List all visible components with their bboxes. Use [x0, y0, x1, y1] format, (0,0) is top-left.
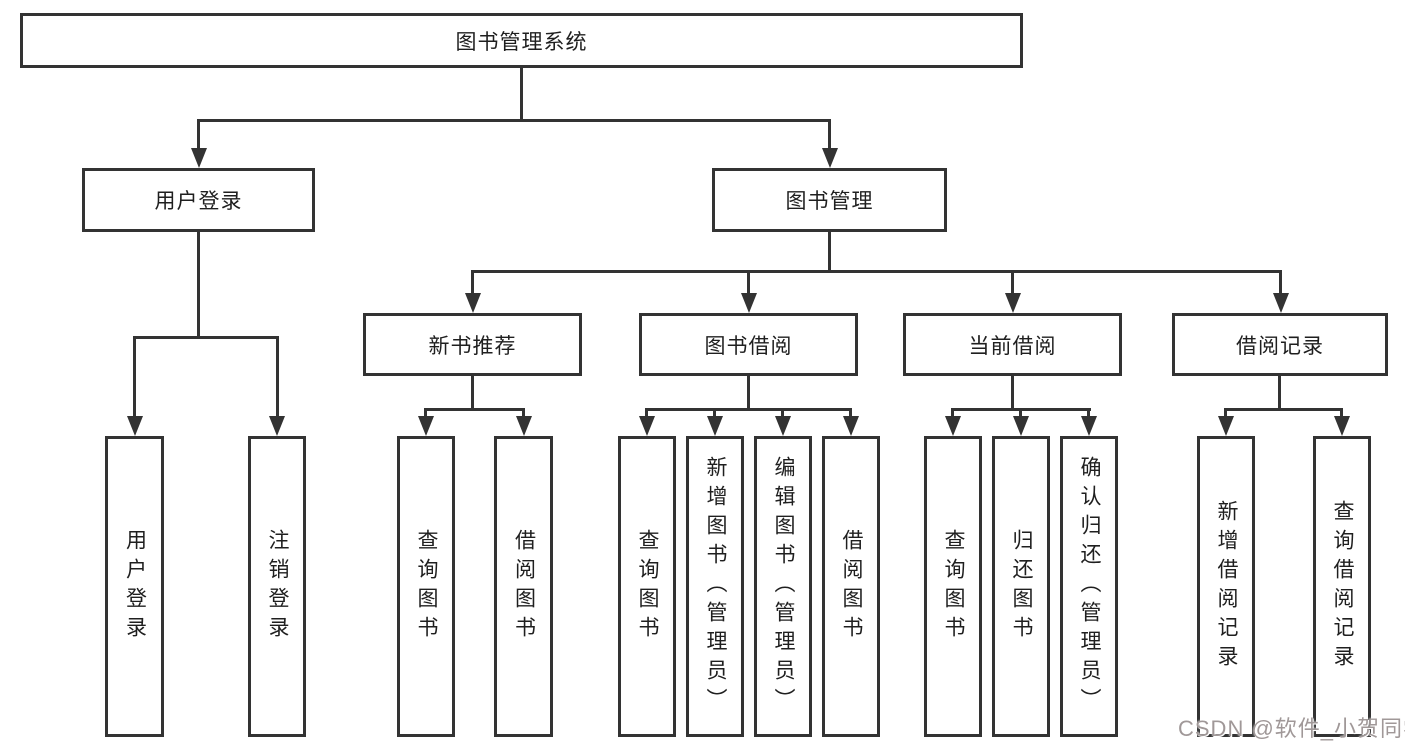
leaf-user-login: 用户登录: [105, 436, 164, 737]
leaf-query-borrow-record: 查询借阅记录: [1313, 436, 1371, 737]
connector-line: [133, 336, 279, 339]
node-new-book-recommend: 新书推荐: [363, 313, 582, 376]
leaf-logout-label: 注销登录: [266, 528, 290, 645]
leaf-edit-books-admin: 编辑图书（管理员）: [754, 436, 812, 737]
connector-line: [197, 232, 200, 338]
connector-line: [1019, 408, 1022, 420]
connector-line: [781, 408, 784, 420]
connector-line: [424, 408, 525, 411]
leaf-user-login-label: 用户登录: [123, 528, 147, 645]
leaf-add-books-admin-label: 新增图书（管理员）: [704, 456, 728, 717]
leaf-current-query-books-label: 查询图书: [942, 528, 966, 645]
connector-line: [1011, 270, 1014, 297]
arrow-down-icon: [821, 148, 838, 168]
connector-line: [849, 408, 852, 420]
node-user-login: 用户登录: [82, 168, 315, 232]
connector-line: [471, 270, 474, 297]
arrow-down-icon: [515, 416, 532, 436]
connector-line: [471, 376, 474, 410]
connector-line: [1278, 376, 1281, 410]
connector-line: [828, 232, 831, 272]
arrow-down-icon: [1081, 416, 1097, 436]
leaf-confirm-return-admin-label: 确认归还（管理员）: [1078, 456, 1102, 717]
connector-line: [1011, 376, 1014, 410]
node-borrow-records: 借阅记录: [1172, 313, 1388, 376]
node-root-label: 图书管理系统: [455, 30, 588, 54]
connector-line: [645, 408, 852, 411]
leaf-current-query-books: 查询图书: [924, 436, 982, 737]
connector-line: [747, 270, 750, 297]
connector-line: [645, 408, 648, 420]
connector-line: [471, 270, 1282, 273]
leaf-recommend-borrow-books-label: 借阅图书: [512, 528, 536, 645]
node-borrow-records-label: 借阅记录: [1236, 334, 1324, 358]
node-current-borrow-label: 当前借阅: [968, 334, 1057, 358]
leaf-recommend-query-books-label: 查询图书: [415, 528, 439, 645]
leaf-borrow-query-books: 查询图书: [618, 436, 676, 737]
arrow-down-icon: [707, 416, 723, 436]
arrow-down-icon: [126, 416, 143, 436]
arrow-down-icon: [740, 293, 757, 313]
node-book-borrow: 图书借阅: [639, 313, 858, 376]
node-root: 图书管理系统: [20, 13, 1023, 68]
leaf-edit-books-admin-label: 编辑图书（管理员）: [772, 456, 796, 717]
node-book-borrow-label: 图书借阅: [704, 334, 793, 358]
connector-line: [1224, 408, 1227, 420]
connector-line: [951, 408, 954, 420]
arrow-down-icon: [1004, 293, 1021, 313]
csdn-watermark: CSDN @软件_小贺同学: [1178, 716, 1405, 741]
arrow-down-icon: [639, 416, 655, 436]
leaf-confirm-return-admin: 确认归还（管理员）: [1060, 436, 1118, 737]
arrow-down-icon: [464, 293, 481, 313]
connector-line: [197, 119, 200, 152]
node-current-borrow: 当前借阅: [903, 313, 1122, 376]
node-book-management-label: 图书管理: [785, 190, 874, 213]
arrow-down-icon: [1272, 293, 1289, 313]
connector-line: [747, 376, 750, 410]
connector-line: [133, 336, 136, 420]
arrow-down-icon: [269, 416, 285, 436]
connector-line: [424, 408, 427, 420]
connector-line: [828, 119, 831, 152]
connector-line: [520, 68, 523, 121]
arrow-down-icon: [190, 148, 207, 168]
connector-line: [713, 408, 716, 420]
arrow-down-icon: [843, 416, 859, 436]
arrow-down-icon: [1218, 416, 1234, 436]
leaf-borrow-query-books-label: 查询图书: [636, 528, 660, 645]
leaf-add-borrow-record-label: 新增借阅记录: [1215, 499, 1239, 674]
connector-line: [276, 336, 279, 420]
leaf-logout: 注销登录: [248, 436, 306, 737]
arrow-down-icon: [775, 416, 791, 436]
connector-line: [1224, 408, 1342, 411]
leaf-recommend-query-books: 查询图书: [397, 436, 455, 737]
leaf-add-borrow-record: 新增借阅记录: [1197, 436, 1255, 737]
leaf-query-borrow-record-label: 查询借阅记录: [1331, 499, 1355, 674]
arrow-down-icon: [1334, 416, 1350, 436]
leaf-borrow-books: 借阅图书: [822, 436, 880, 737]
leaf-return-books: 归还图书: [992, 436, 1050, 737]
connector-line: [1087, 408, 1090, 420]
connector-line: [522, 408, 525, 420]
node-book-management: 图书管理: [712, 168, 947, 232]
leaf-add-books-admin: 新增图书（管理员）: [686, 436, 744, 737]
node-user-login-label: 用户登录: [154, 190, 243, 213]
arrow-down-icon: [418, 416, 434, 436]
connector-line: [197, 119, 831, 122]
arrow-down-icon: [945, 416, 961, 436]
leaf-borrow-books-label: 借阅图书: [840, 528, 864, 645]
arrow-down-icon: [1013, 416, 1029, 436]
connector-line: [1279, 270, 1282, 297]
connector-line: [1340, 408, 1343, 420]
node-new-book-recommend-label: 新书推荐: [428, 334, 517, 358]
leaf-return-books-label: 归还图书: [1010, 528, 1034, 645]
leaf-recommend-borrow-books: 借阅图书: [494, 436, 553, 737]
